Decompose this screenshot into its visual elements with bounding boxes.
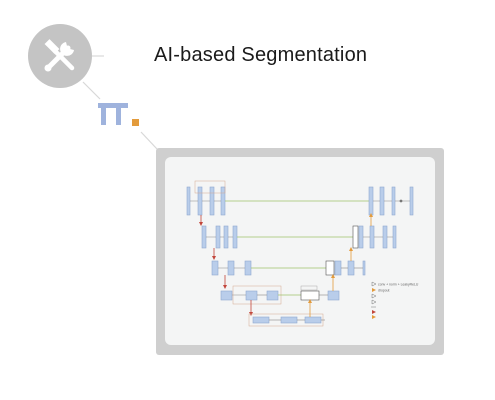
hammer-wrench-icon xyxy=(44,39,75,72)
decoder-level-1 xyxy=(368,186,414,216)
encoder-level-2 xyxy=(201,225,238,249)
page-title: AI-based Segmentation xyxy=(154,44,368,66)
encoder-level-1 xyxy=(186,180,226,216)
pi-logo-icon xyxy=(98,103,139,126)
legend-label: conv + norm + LeakyReLU xyxy=(378,283,419,287)
bottleneck xyxy=(248,313,324,327)
decoder-level-3 xyxy=(325,260,366,276)
tool-icon-circle xyxy=(28,24,92,88)
decoder-level-2 xyxy=(352,225,397,249)
unet-diagram: conv + norm + LeakyReLU dropout xyxy=(165,157,435,345)
legend-label: dropout xyxy=(378,289,390,293)
legend: conv + norm + LeakyReLU dropout xyxy=(371,281,419,319)
unet-architecture-svg: conv + norm + LeakyReLU dropout xyxy=(186,180,419,327)
diagram-frame: conv + norm + LeakyReLU dropout xyxy=(156,148,444,355)
encoder-level-3 xyxy=(211,260,252,276)
decoder-level-4 xyxy=(300,285,340,301)
